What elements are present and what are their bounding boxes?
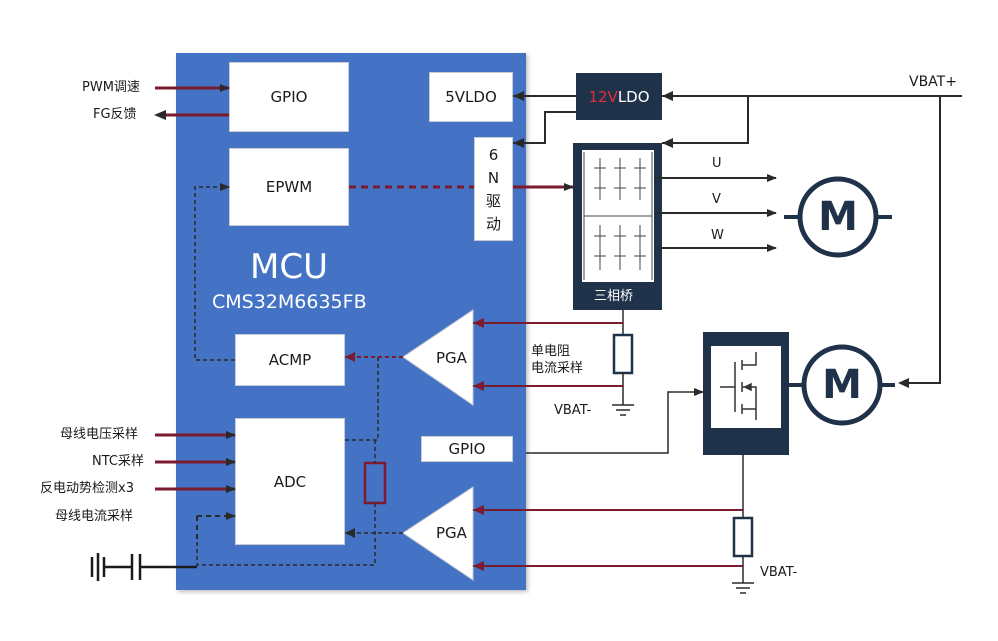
mcu-part-number: CMS32M6635FB <box>212 291 367 313</box>
ntc-label: NTC采样 <box>92 454 144 469</box>
mcu-title: MCU <box>250 247 328 287</box>
bridge-label: 三相桥 <box>594 289 634 304</box>
pga-bottom-label: PGA <box>436 524 467 542</box>
phase-u-label: U <box>712 156 722 171</box>
ldo-12v-voltage: 12V <box>588 87 618 106</box>
gpio-top-block: GPIO <box>229 62 349 132</box>
motor-2-letter: M <box>822 362 862 408</box>
phase-w-label: W <box>711 228 724 243</box>
fg-output-label: FG反馈 <box>93 107 137 122</box>
bridge-transistor-icon <box>583 152 653 280</box>
bus-current-label: 母线电流采样 <box>55 509 134 524</box>
vbat-minus-label-1: VBAT- <box>554 403 592 418</box>
pwm-input-label: PWM调速 <box>82 80 140 95</box>
driver-line-3: 驱 <box>485 192 501 210</box>
acmp-block: ACMP <box>235 334 345 386</box>
six-n-driver-block: 6 N 驱 动 <box>474 137 513 241</box>
pga-top-triangle <box>402 309 474 406</box>
capacitor-symbol <box>90 553 197 581</box>
pga-bottom-triangle <box>402 486 474 581</box>
motor-2-symbol <box>789 344 895 426</box>
motor-1-letter: M <box>818 194 858 240</box>
bemf-label: 反电动势检测x3 <box>40 481 134 496</box>
shunt-label-line-1: 单电阻 <box>531 344 571 359</box>
driver-line-4: 动 <box>485 215 501 233</box>
ldo-12v-label: LDO <box>617 87 650 106</box>
driver-line-2: N <box>487 169 500 187</box>
adc-block: ADC <box>235 418 345 545</box>
epwm-block: EPWM <box>229 148 349 226</box>
ldo-5v-block: 5VLDO <box>429 72 513 122</box>
gpio-bottom-block: GPIO <box>421 436 513 462</box>
phase-v-label: V <box>712 192 721 207</box>
bus-voltage-label: 母线电压采样 <box>60 427 139 442</box>
shunt-label-line-2: 电流采样 <box>531 361 584 376</box>
driver-line-1: 6 <box>488 146 499 164</box>
motor-1-symbol <box>784 176 892 258</box>
pga-top-label: PGA <box>436 349 467 367</box>
mosfet-icon <box>720 352 757 420</box>
vbat-plus-label: VBAT+ <box>909 74 957 90</box>
vbat-minus-label-2: VBAT- <box>760 565 798 580</box>
